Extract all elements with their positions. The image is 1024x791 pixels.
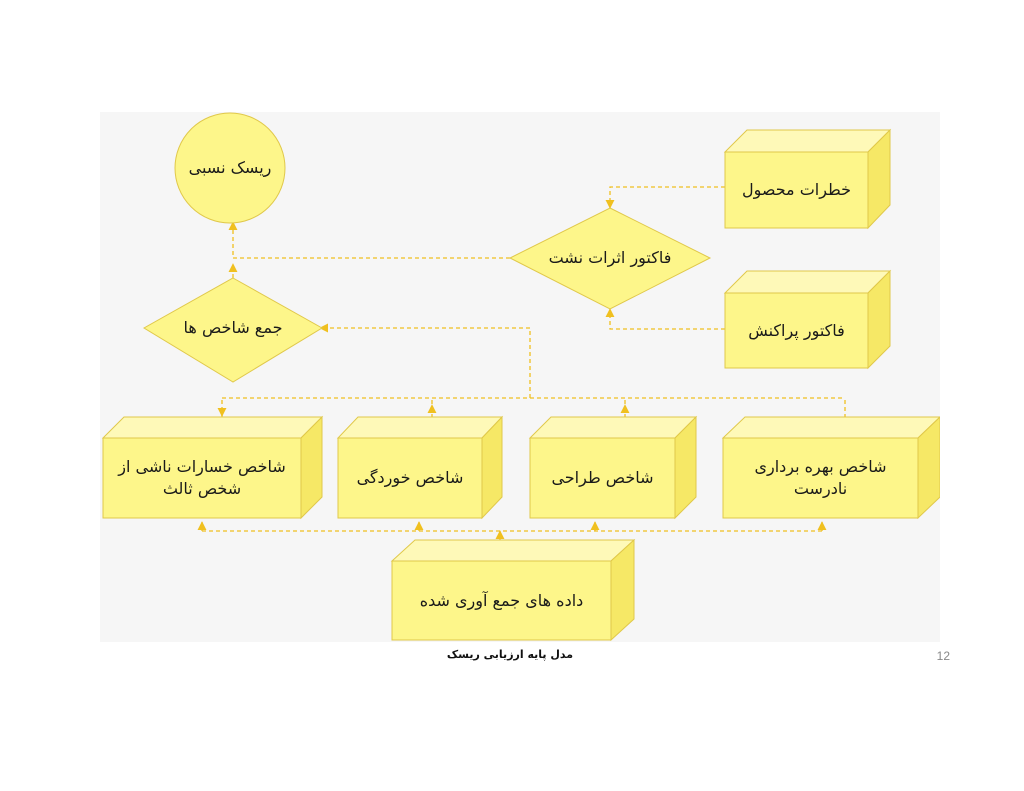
leak-effects-factor-node [508,207,712,310]
product-hazards-node [723,128,892,230]
third-party-index-node [101,415,324,520]
design-index-node [528,415,698,520]
edge-product-hazards-to-leak-effects [605,186,725,209]
index-sum-node [143,277,323,383]
corrosion-index-node [336,415,504,520]
edge-leak-effects-to-relative-risk [228,221,510,259]
figure-caption: مدل پایه ارزیابی ریسک [446,648,574,661]
collected-data-node [390,538,636,642]
incorrect-operation-index-node [721,416,940,520]
dispersion-factor-node [723,269,892,370]
page-number: 12 [936,649,950,663]
edge-indices-to-index-sum [322,327,531,398]
relative-risk-node [174,112,286,224]
risk-model-diagram: ریسک نسبی جمع شاخص ها فاکتور اثرات نشت خ… [100,112,940,642]
connectors [197,186,846,542]
edge-dispersion-to-leak-effects [605,308,725,330]
